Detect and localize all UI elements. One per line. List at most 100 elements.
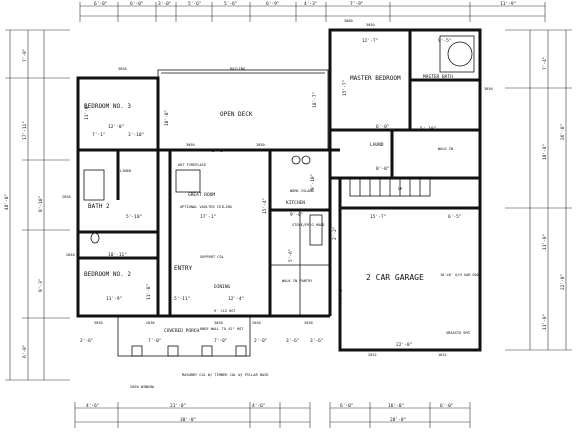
porch <box>117 315 251 357</box>
code-11: 2050 <box>252 321 261 325</box>
room-kitchen: KITCHEN <box>286 200 305 206</box>
code-10: 2030 <box>146 321 155 325</box>
note-masonry: MASONRY COL W/ TIMBER COL W/ PILLAR BASE <box>182 373 269 377</box>
dim-porch-a: 2'-6" <box>80 338 94 344</box>
note-knee-wall: KNEE WALL TO 42" HGT <box>200 327 244 331</box>
code-14: 2032 <box>368 353 377 357</box>
note-window: 2050 WINDOW <box>130 385 155 389</box>
room-garage: 2 CAR GARAGE <box>366 273 424 282</box>
dim-garage-w1: 15'-7" <box>370 214 386 220</box>
master-tub <box>439 35 475 73</box>
dim-entry-w: 5'-11" <box>174 296 190 302</box>
code-1: 3050 <box>118 67 127 71</box>
dim-left-total: 48'-0" <box>4 194 10 210</box>
dim-top-2: 6'-0" <box>130 1 144 7</box>
dim-great-w: 17'-1" <box>200 214 216 220</box>
dim-porch-d: 2'-0" <box>254 338 268 344</box>
refrigerator <box>309 214 323 246</box>
room-deck: OPEN DECK <box>220 111 253 118</box>
dim-bottom-1: 4'-6" <box>86 403 100 409</box>
note-garage-door: 16'x8' O/H GAR DOOR <box>440 273 482 277</box>
room-great-room: GREAT ROOM <box>188 192 215 198</box>
sink <box>291 155 301 165</box>
dim-top-7: 4'-3" <box>304 1 318 7</box>
dim-bed2-w: 11'-9" <box>106 296 122 302</box>
dim-master-low: 6'-0" <box>376 124 390 130</box>
dim-right-5: 22'-0" <box>560 274 566 290</box>
dim-bed2-h: 11'-0" <box>146 284 152 300</box>
code-5: 3050 <box>484 87 493 91</box>
interior-walls <box>78 30 480 316</box>
note-fireplace: ART FIREPLACE <box>178 163 206 167</box>
note-vaulted: OPTIONAL VAULTED CEILING <box>180 205 232 209</box>
right-dimensions: 7'-4" 26'-0" 18'-8" 11'-0" 22'-0" 11'-0" <box>505 29 572 351</box>
bottom-dimensions: 4'-6" 21'-0" 4'-6" 6'-0" 16'-0" 6'-0" 30… <box>74 402 471 428</box>
sink-2 <box>301 155 311 165</box>
room-bath-2: BATH 2 <box>88 203 110 210</box>
porch-column-3 <box>201 345 213 357</box>
fixtures <box>83 35 475 246</box>
dim-bottom-total-1: 30'-0" <box>180 417 196 423</box>
dim-left-4: 9'-3" <box>38 278 44 292</box>
dim-kitchen-side: 5'-6" <box>288 248 294 262</box>
code-15: 1632 <box>438 353 447 357</box>
room-bedroom-2: BEDROOM NO. 2 <box>84 271 131 278</box>
porch-column-4 <box>235 345 247 357</box>
dim-porch-e: 3'-6" <box>286 338 300 344</box>
dim-bath2-w: 5'-10" <box>126 214 142 220</box>
code-9: 2030 <box>304 321 313 325</box>
dim-top-9: 11'-9" <box>500 1 516 7</box>
dim-dining-w: 12'-4" <box>228 296 244 302</box>
top-dimensions: 6'-0" 6'-0" 3'-0" 5'-6" 5'-6" 6'-9" 4'-3… <box>79 1 546 22</box>
fireplace <box>175 169 201 193</box>
dim-garage-side: 2'-2" <box>332 226 338 240</box>
dim-left-1: 7'-0" <box>22 48 28 62</box>
dim-bottom-2: 21'-0" <box>170 403 186 409</box>
dim-master-bedroom: 12'-7" <box>362 38 378 44</box>
dim-master-small: 5'-10" <box>420 126 436 132</box>
dim-master-h: 15'-7" <box>342 80 348 96</box>
dim-master-bath-w: 9'-5" <box>438 38 452 44</box>
dim-garage-w2: 6'-5" <box>448 214 462 220</box>
dim-bath2-a: 10'-11" <box>108 252 127 258</box>
dim-right-6: 11'-0" <box>542 314 548 330</box>
bathtub <box>83 169 105 201</box>
dim-right-2: 26'-0" <box>560 124 566 140</box>
dim-top-3: 3'-0" <box>158 1 172 7</box>
dim-top-4: 5'-6" <box>188 1 202 7</box>
dim-left-3: 8'-10" <box>38 196 44 212</box>
room-porch: COVERED PORCH <box>164 328 200 334</box>
note-railing: RAILING <box>230 67 245 71</box>
dim-right-4: 11'-0" <box>542 234 548 250</box>
dim-bed3-low2: 3'-10" <box>128 132 144 138</box>
dim-deck-top: 5'-6" <box>212 148 226 154</box>
dim-top-5: 5'-6" <box>224 1 238 7</box>
dim-porch-b: 7'-0" <box>148 338 162 344</box>
code-4: 2050 <box>256 143 265 147</box>
porch-column-1 <box>131 345 143 357</box>
code-3: 3050 <box>186 143 195 147</box>
room-laund: LAUND <box>370 142 384 148</box>
stairs-up: UP <box>398 187 402 191</box>
dim-bottom-total-2: 28'-0" <box>390 417 406 423</box>
room-master-bath: MASTER BATH <box>423 74 453 80</box>
dim-left-5: 6'-0" <box>22 344 28 358</box>
room-entry: ENTRY <box>174 265 192 272</box>
code-2: 3050 <box>366 23 375 27</box>
note-linen: LINEN <box>120 169 131 173</box>
dim-laund-w: 8'-0" <box>376 166 390 172</box>
dim-right-3: 18'-8" <box>542 144 548 160</box>
dim-dining-side: 7'-0" <box>338 286 344 300</box>
dim-bottom-6: 6'-0" <box>440 403 454 409</box>
note-stove: STOVE/FRIG HOOD <box>292 223 324 227</box>
dim-porch-c: 7'-0" <box>214 338 228 344</box>
porch-column-2 <box>167 345 179 357</box>
dim-bottom-3: 4'-6" <box>252 403 266 409</box>
dim-top-6: 6'-9" <box>266 1 280 7</box>
note-clg-hgt: 9' CLG HGT <box>214 309 236 313</box>
dim-bed3-low: 7'-1" <box>92 132 106 138</box>
dim-great-h: 15'-4" <box>262 198 268 214</box>
left-dimensions: 7'-0" 17'-11" 8'-10" 9'-3" 6'-0" 48'-0" <box>4 29 70 381</box>
dim-garage-bottom: 22'-0" <box>396 342 412 348</box>
code-13: 2040 <box>66 253 75 257</box>
